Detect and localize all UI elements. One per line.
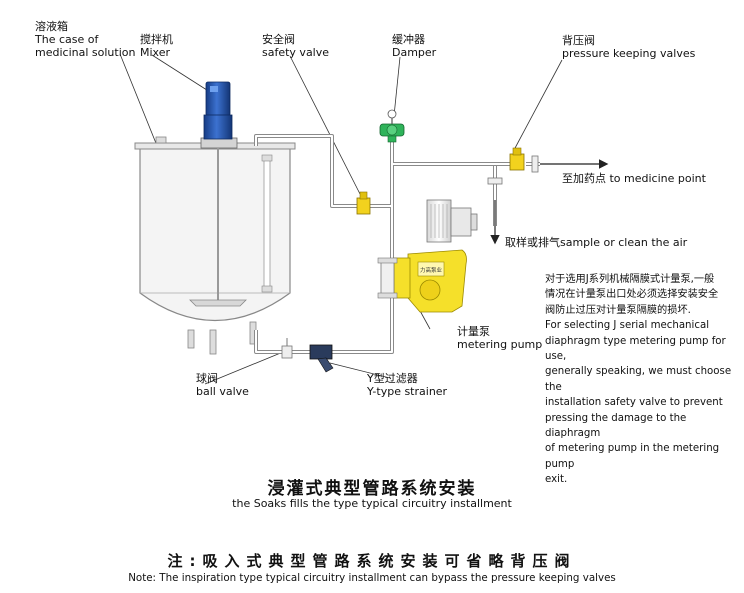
pressure-valve-label: 背压阀 pressure keeping valves xyxy=(562,34,696,60)
y-strainer xyxy=(309,344,334,373)
pressure-keeping-valve xyxy=(509,147,525,171)
footnote-title: 注:吸入式典型管路系统安装可省略背压阀 xyxy=(167,552,577,570)
safety-valve-label: 安全阀 safety valve xyxy=(262,33,330,59)
main-title: 浸灌式典型管路系统安装 xyxy=(267,479,477,499)
mixer-label: 搅拌机 Mixer xyxy=(140,33,173,59)
solution-tank xyxy=(134,136,296,355)
medicine-point-label: 至加药点 to medicine point xyxy=(562,172,706,185)
ball-valve xyxy=(281,338,293,359)
pump-badge: 力高泵业 xyxy=(420,266,443,274)
damper xyxy=(379,109,405,143)
main-subtitle: the Soaks fills the type typical circuit… xyxy=(232,497,512,510)
strainer-label: Y型过滤器 Y-type strainer xyxy=(367,372,448,398)
installation-note: 对于选用J系列机械隔膜式计量泵,一般 情况在计量泵出口处必须选择安装安全 阀防止… xyxy=(545,274,732,486)
damper-label: 缓冲器 Damper xyxy=(392,33,437,59)
ball-valve-label: 球阀 ball valve xyxy=(196,372,249,398)
pipes xyxy=(254,134,540,354)
sample-label: 取样或排气sample or clean the air xyxy=(505,236,688,249)
tank-label: 溶液箱 The case of medicinal solution xyxy=(35,20,136,59)
pump-label: 计量泵 metering pump xyxy=(457,325,543,351)
safety-valve xyxy=(356,191,371,215)
footnote-subtitle: Note: The inspiration type typical circu… xyxy=(128,572,616,584)
mixer xyxy=(189,81,247,307)
metering-pump: 力高泵业 xyxy=(377,199,478,313)
